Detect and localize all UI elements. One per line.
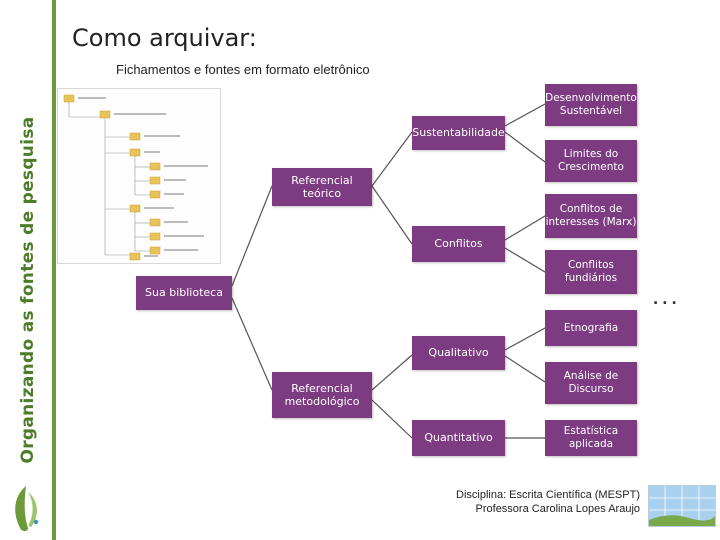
node-sustentabilidade: Sustentabilidade (412, 116, 505, 150)
node-etnografia: Etnografia (545, 310, 637, 346)
node-referencial-teorico: Referencial teórico (272, 168, 372, 206)
sidebar-divider (52, 0, 56, 540)
folder-tree-screenshot (57, 88, 221, 264)
ellipsis: ... (652, 280, 680, 310)
node-conflitos: Conflitos (412, 226, 505, 262)
node-estatistica-aplicada: Estatística aplicada (545, 420, 637, 456)
page-title: Como arquivar: (72, 24, 257, 52)
footer-discipline: Disciplina: Escrita Científica (MESPT) (456, 489, 640, 501)
page-subtitle: Fichamentos e fontes em formato eletrôni… (116, 62, 370, 77)
sidebar: Organizando as fontes de pesquisa (0, 0, 52, 540)
node-conflitos-interesses: Conflitos de interesses (Marx) (545, 194, 637, 238)
footer-professor: Professora Carolina Lopes Araujo (475, 503, 640, 516)
node-analise-discurso: Análise de Discurso (545, 362, 637, 404)
node-limites-crescimento: Limites do Crescimento (545, 140, 637, 182)
node-quantitativo: Quantitativo (412, 420, 505, 456)
footer: Disciplina: Escrita Científica (MESPT) P… (420, 488, 640, 517)
node-desenvolvimento-sustentavel: Desenvolvimento Sustentável (545, 84, 637, 126)
node-sua-biblioteca: Sua biblioteca (136, 276, 232, 310)
solar-panel-image (648, 485, 716, 527)
leaf-logo-icon (15, 486, 39, 531)
node-conflitos-fundiarios: Conflitos fundiários (545, 250, 637, 294)
node-referencial-metodologico: Referencial metodológico (272, 372, 372, 418)
node-qualitativo: Qualitativo (412, 336, 505, 370)
